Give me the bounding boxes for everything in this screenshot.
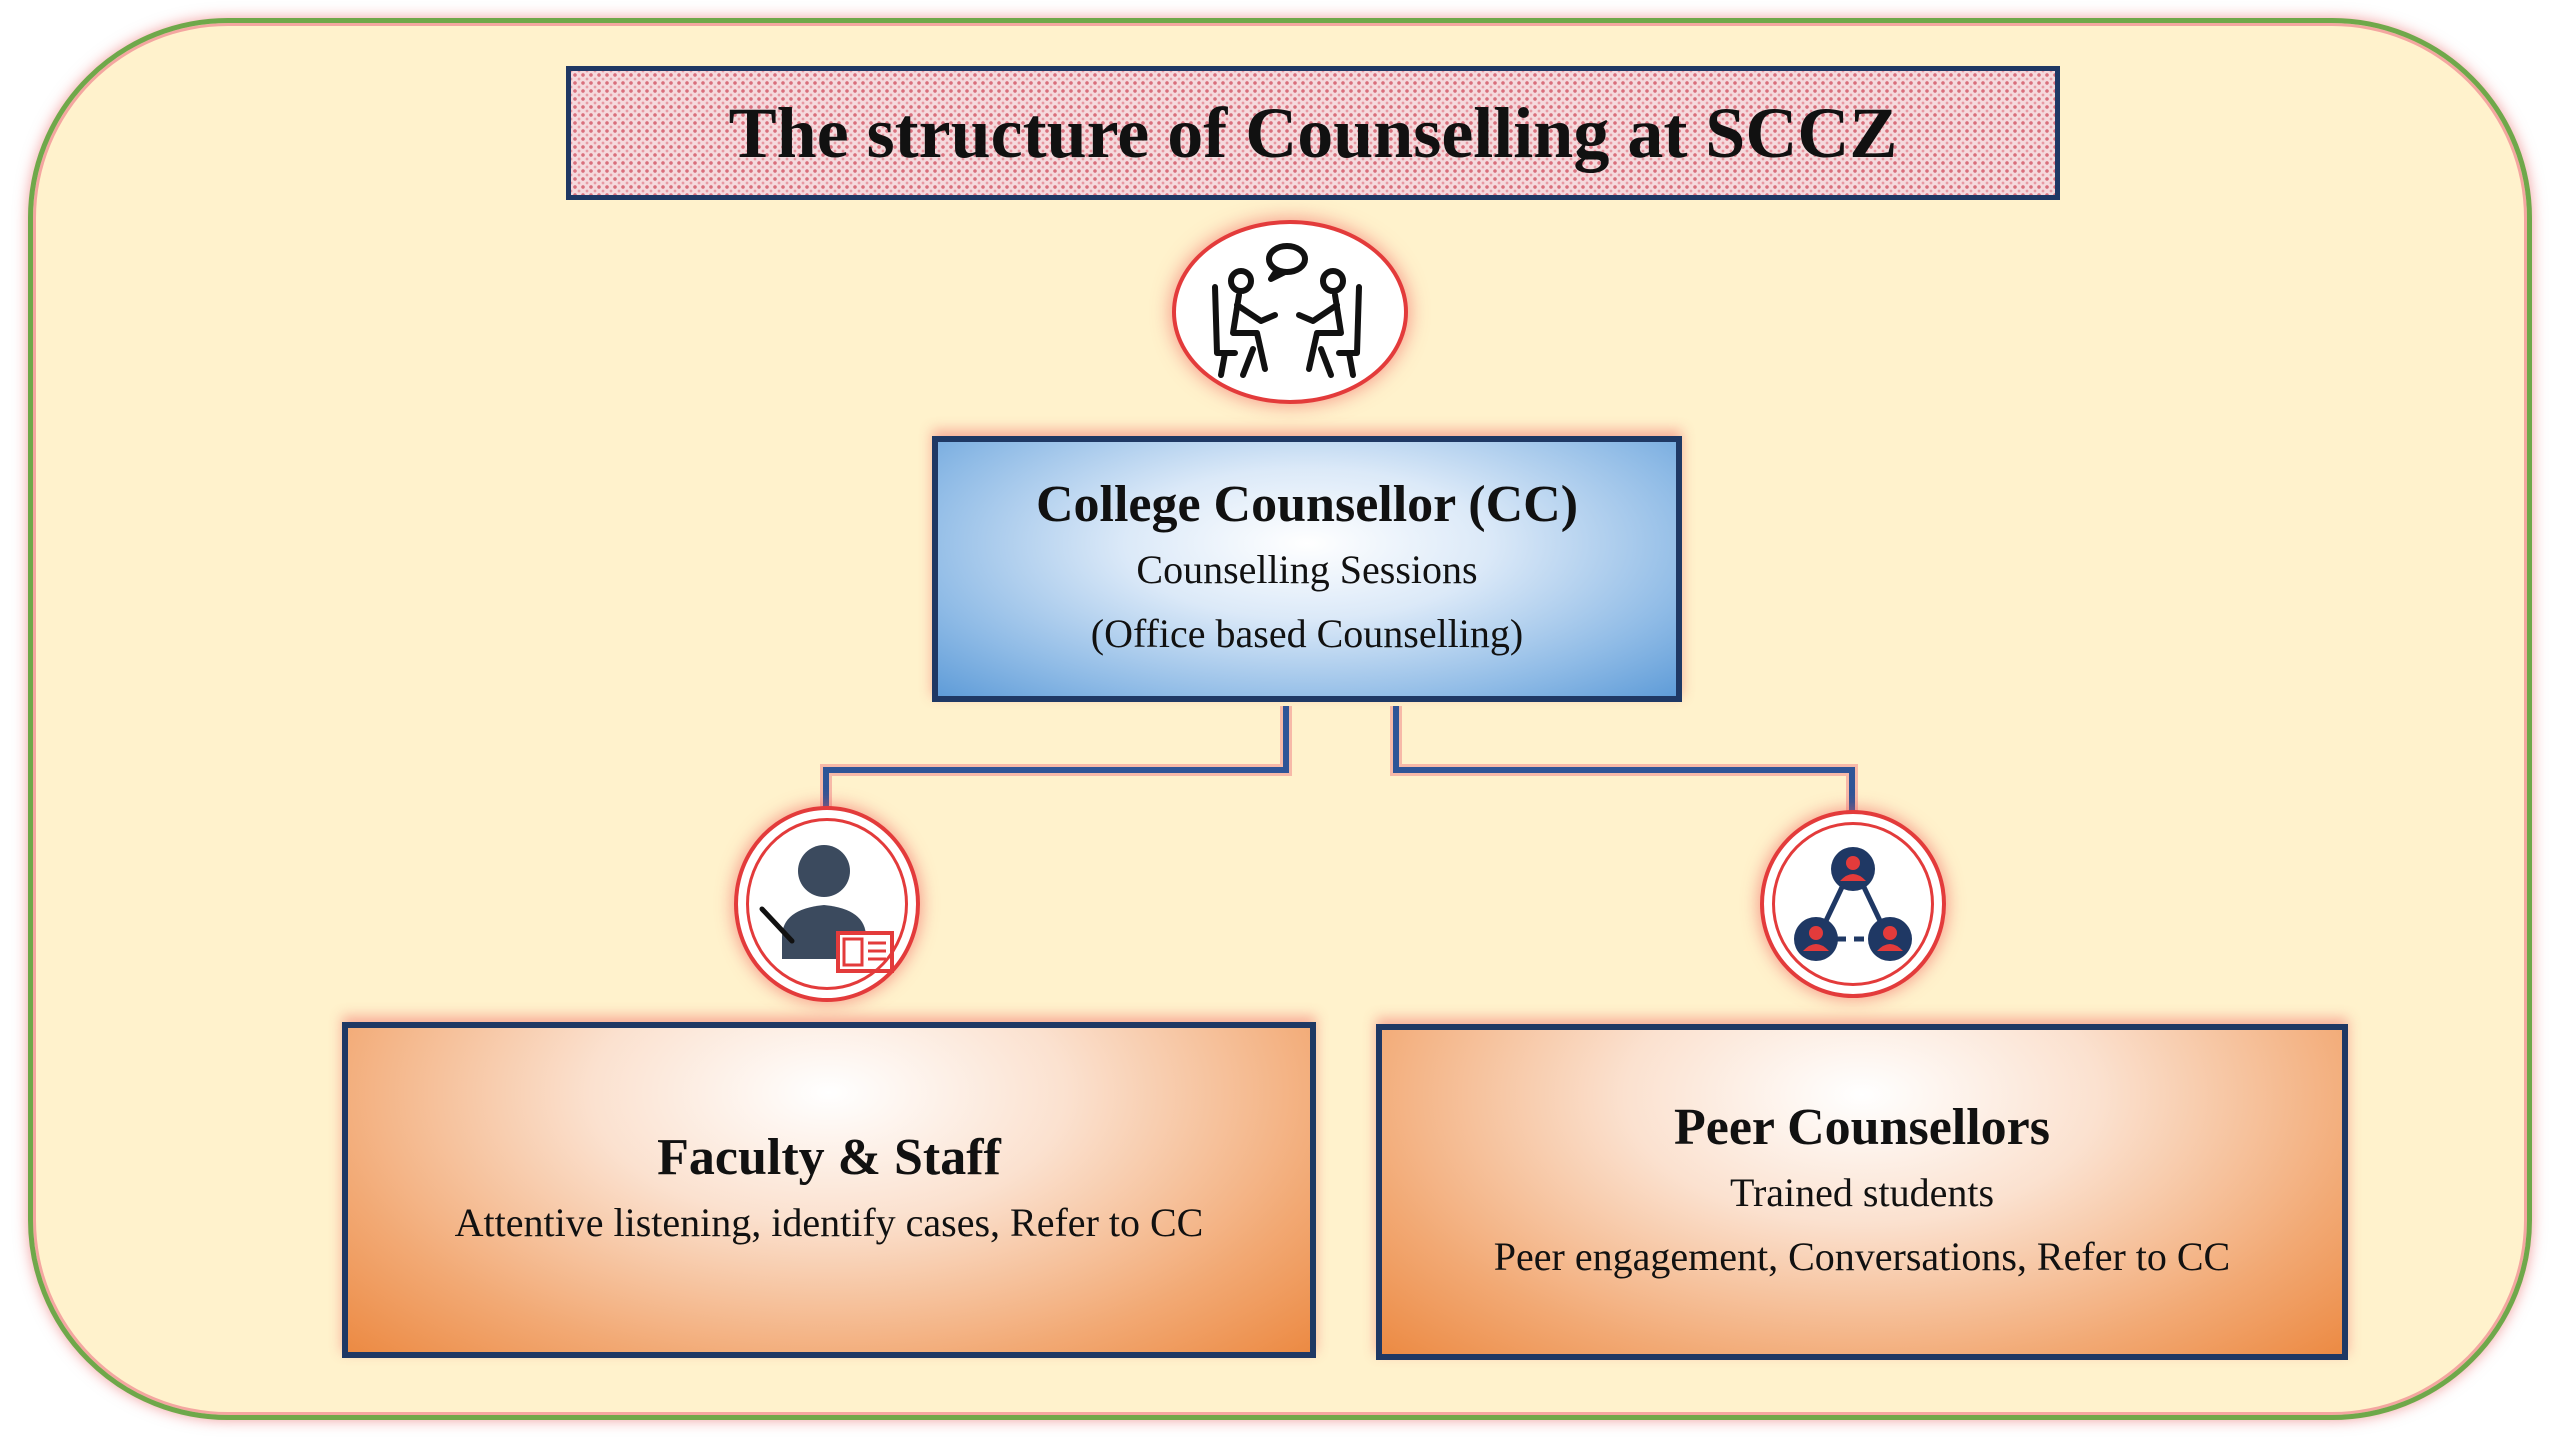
faculty-node: Faculty & Staff Attentive listening, ide… — [342, 1022, 1316, 1358]
counselling-session-icon — [1212, 243, 1362, 378]
faculty-line-1: Attentive listening, identify cases, Ref… — [454, 1200, 1204, 1245]
cc-title: College Counsellor (CC) — [1035, 476, 1579, 533]
cc-node: College Counsellor (CC) Counselling Sess… — [932, 436, 1682, 702]
peer-icon-ring — [1772, 822, 1934, 986]
peer-line-2: Peer engagement, Conversations, Refer to… — [1493, 1234, 2231, 1279]
diagram-title: The structure of Counselling at SCCZ — [728, 92, 1898, 173]
peer-title: Peer Counsellors — [1674, 1099, 2050, 1156]
peer-line-1: Trained students — [1729, 1170, 1995, 1215]
diagram-title-box: The structure of Counselling at SCCZ — [566, 66, 2060, 200]
faculty-title: Faculty & Staff — [657, 1129, 1001, 1186]
faculty-icon-circle — [738, 810, 916, 998]
faculty-icon-ring — [746, 818, 908, 990]
cc-line-2: (Office based Counselling) — [1090, 611, 1524, 656]
peer-icon-circle — [1764, 814, 1942, 994]
cc-line-1: Counselling Sessions — [1136, 547, 1478, 592]
cc-icon-circle — [1176, 224, 1404, 400]
peer-node: Peer Counsellors Trained students Peer e… — [1376, 1024, 2348, 1360]
